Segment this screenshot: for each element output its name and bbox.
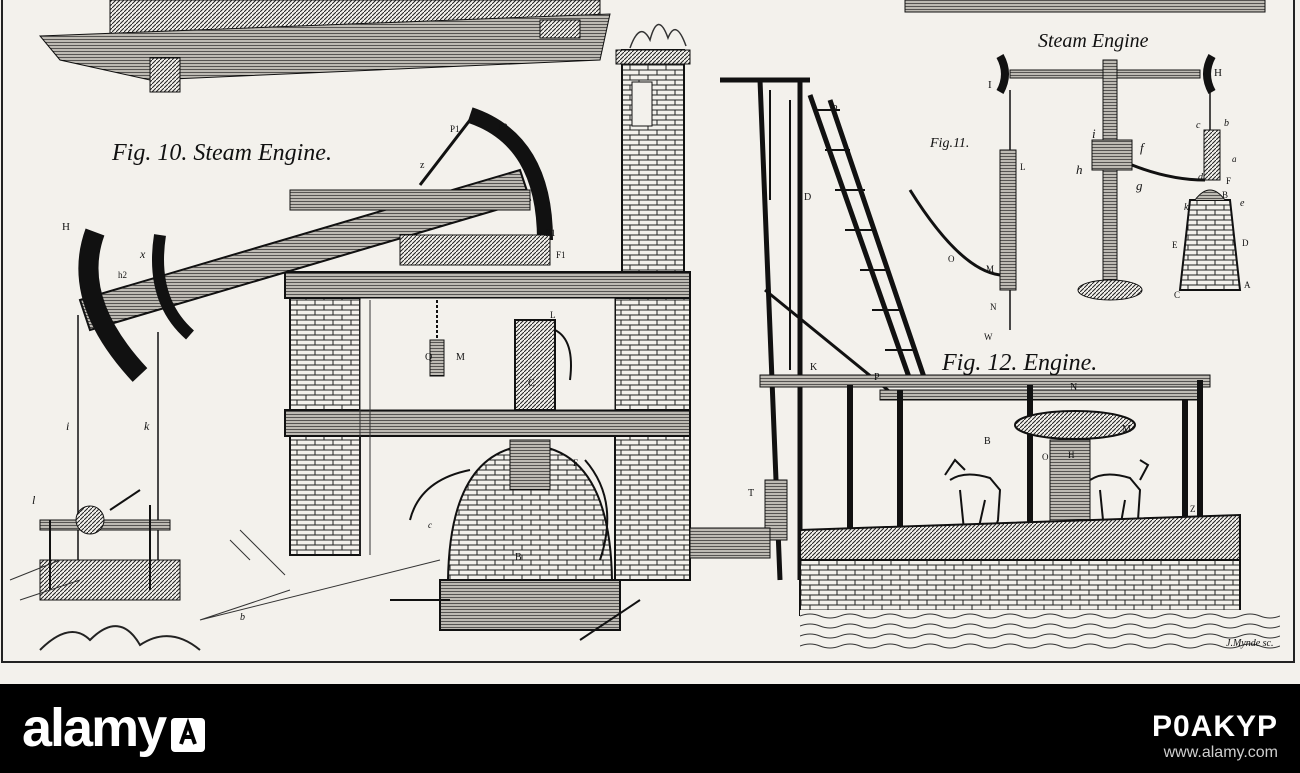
fig10-label: P1 bbox=[450, 124, 460, 134]
fig11-labels: I H i f h g c b a d F B k e E D C A L O bbox=[948, 67, 1251, 342]
fig11-label: M bbox=[986, 264, 994, 274]
alamy-a-icon bbox=[171, 717, 206, 752]
arch-head bbox=[467, 107, 553, 241]
upper-beam-floor bbox=[284, 271, 691, 299]
fig11-label: f bbox=[1140, 140, 1146, 155]
fig10-label: F bbox=[573, 458, 578, 468]
fig10-label: l bbox=[32, 493, 36, 507]
fig10-label: F1 bbox=[556, 250, 566, 260]
fig10-label: z bbox=[420, 160, 425, 171]
fig11-label: a bbox=[1232, 154, 1237, 164]
platform bbox=[799, 513, 1241, 561]
fig10-label: c bbox=[428, 520, 432, 530]
fig12-label: O bbox=[1042, 452, 1049, 462]
fig12-label: N bbox=[1070, 382, 1077, 393]
fig11-label: H bbox=[1214, 67, 1222, 79]
fig12-label: B bbox=[984, 436, 991, 447]
fig10-label: P2 bbox=[498, 122, 508, 132]
water bbox=[800, 610, 1280, 650]
fig11-label: h bbox=[1076, 162, 1083, 177]
fig11-label: I bbox=[988, 79, 992, 91]
fig11-label: B bbox=[1222, 190, 1228, 200]
fig11-label: k bbox=[1184, 202, 1189, 213]
previous-figure-fragment-right bbox=[904, 0, 1266, 13]
fig11-label: c bbox=[1196, 120, 1201, 131]
fig10-caption: Fig. 10. Steam Engine. bbox=[112, 140, 332, 166]
image-id: P0AKYP bbox=[1151, 710, 1278, 743]
fig10-label: Q bbox=[425, 352, 433, 363]
fig11-label: O bbox=[948, 254, 955, 264]
fig11-label: i bbox=[1092, 126, 1096, 141]
arch-head-left bbox=[78, 228, 148, 382]
site-url[interactable]: www.alamy.com bbox=[1163, 744, 1278, 761]
fig11-label: F bbox=[1226, 176, 1231, 186]
fig10-label: C bbox=[528, 378, 535, 389]
engraving-illustration: H P1 P2 z x h2 B1 F1 L Q M C B F l k i b… bbox=[1, 0, 1295, 663]
engraving-plate: H P1 P2 z x h2 B1 F1 L Q M C B F l k i b… bbox=[0, 0, 1300, 684]
fig10-label: k bbox=[144, 419, 150, 433]
fig12-labels: P D K P N B O H M T Z bbox=[748, 104, 1196, 514]
fig12-label: T bbox=[748, 488, 754, 499]
fig12-label: H bbox=[1068, 450, 1075, 460]
fig11-label: b bbox=[1224, 118, 1229, 129]
fig10-label: x bbox=[139, 247, 146, 261]
plate-border bbox=[1, 0, 1295, 663]
fig12-label: Z bbox=[1190, 504, 1196, 514]
fig11-label: D bbox=[1242, 238, 1249, 248]
fig11-engine-diagram bbox=[908, 54, 1242, 330]
fig12-caption: Fig. 12. Engine. bbox=[942, 350, 1098, 376]
fig10-label: B1 bbox=[545, 228, 556, 238]
fig12-label: P bbox=[874, 372, 880, 383]
fig12-label: K bbox=[810, 362, 818, 373]
fig11-label: N bbox=[990, 302, 997, 312]
incline-ladder bbox=[807, 94, 928, 381]
fig10-label: b bbox=[240, 612, 245, 623]
fig10-labels: H P1 P2 z x h2 B1 F1 L Q M C B F l k i b… bbox=[32, 122, 578, 623]
fig11-label: C bbox=[1174, 290, 1180, 300]
fig11-label: d bbox=[1198, 172, 1204, 183]
fig11-label: W bbox=[984, 332, 993, 342]
fig11-label: A bbox=[1244, 280, 1251, 290]
previous-figure-fragment-left bbox=[38, 0, 611, 93]
fig11-label: e bbox=[1240, 198, 1245, 209]
watermark-footer: alamy P0AKYP www.alamy.com bbox=[0, 684, 1300, 773]
fig10-label: L bbox=[550, 310, 556, 320]
fig10-label: h2 bbox=[118, 270, 127, 280]
fig12-label: M bbox=[1122, 424, 1131, 435]
bell-vessel bbox=[1178, 199, 1242, 291]
fig10-label: H bbox=[62, 221, 70, 233]
fig11-label: L bbox=[1020, 162, 1026, 172]
fig10-newcomen-engine bbox=[9, 23, 691, 651]
fig12-horse-gin-engine bbox=[689, 77, 1280, 650]
alamy-logo[interactable]: alamy bbox=[22, 698, 213, 758]
fig11-caption: Fig.11. bbox=[930, 136, 970, 151]
fig10-label: M bbox=[456, 352, 465, 363]
smoke bbox=[629, 23, 687, 49]
fig11-label: g bbox=[1136, 178, 1143, 193]
lower-beam-floor bbox=[284, 409, 691, 437]
gear-wheel bbox=[1014, 410, 1136, 440]
fig10-label: B bbox=[515, 552, 522, 563]
fig11-headline: Steam Engine bbox=[1038, 30, 1149, 52]
brand-wordmark: alamy bbox=[22, 698, 167, 758]
fig11-label: E bbox=[1172, 240, 1178, 250]
engraver-signature: J.Mynde sc. bbox=[1226, 638, 1274, 649]
fig10-label: i bbox=[66, 419, 69, 433]
fig12-label: D bbox=[804, 192, 811, 203]
cylinder bbox=[514, 319, 556, 411]
fig12-label: P bbox=[832, 104, 838, 115]
